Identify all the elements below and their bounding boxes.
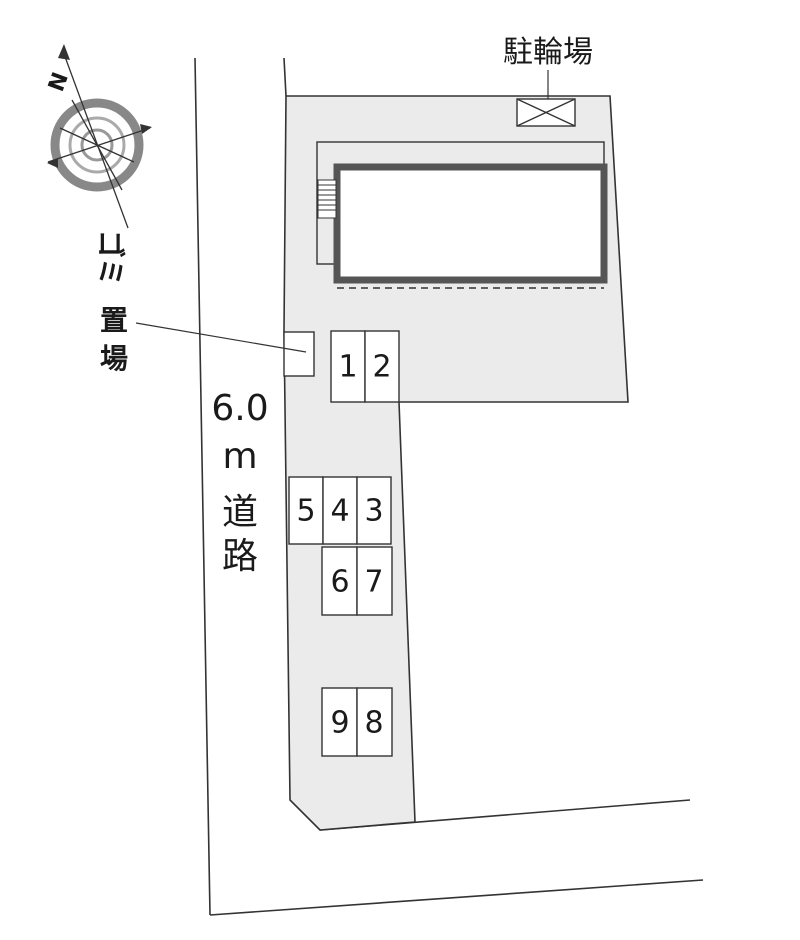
garbage-label-line1: ゴミ: [94, 230, 127, 286]
road-width-unit: m: [222, 436, 257, 477]
parking-slot-4-label: 4: [330, 494, 349, 529]
parking-slot-8: [356, 687, 393, 757]
compass-rose-icon: N: [44, 44, 152, 229]
apartment-building: [333, 163, 608, 284]
lot-west-edge-upper: [283, 57, 287, 97]
parking-slot-9-label: 9: [330, 706, 349, 741]
road-south-edge: [209, 879, 704, 916]
stairs-icon: [317, 179, 337, 219]
parking-slot-2: [364, 330, 400, 403]
garbage-label-line3: 場: [100, 342, 128, 375]
road-label-char1: 道: [222, 492, 258, 533]
parking-slot-3: [356, 476, 392, 545]
bicycle-rack-icon: [516, 98, 576, 127]
parking-slot-1-label: 1: [338, 350, 357, 385]
parking-slot-7-label: 7: [364, 565, 383, 600]
parking-slot-6-label: 6: [330, 565, 349, 600]
parking-slot-2-label: 2: [372, 350, 391, 385]
road-label-char2: 路: [222, 536, 258, 577]
garbage-leader-line: [135, 322, 307, 353]
parking-slot-6: [321, 546, 358, 616]
parking-slots: [288, 330, 400, 757]
north-label: N: [44, 69, 74, 95]
bicycle-parking-label: 駐輪場: [503, 35, 593, 70]
parking-slot-9: [321, 687, 358, 757]
garbage-area-box: [283, 331, 315, 377]
parking-slot-5-label: 5: [296, 494, 315, 529]
garbage-label-line2: 置: [100, 304, 128, 337]
parking-slot-8-label: 8: [364, 706, 383, 741]
road-west-edge: [194, 57, 211, 916]
road-width-label: 6.0: [211, 388, 268, 429]
parking-slot-7: [356, 546, 393, 616]
parking-slot-3-label: 3: [364, 494, 383, 529]
